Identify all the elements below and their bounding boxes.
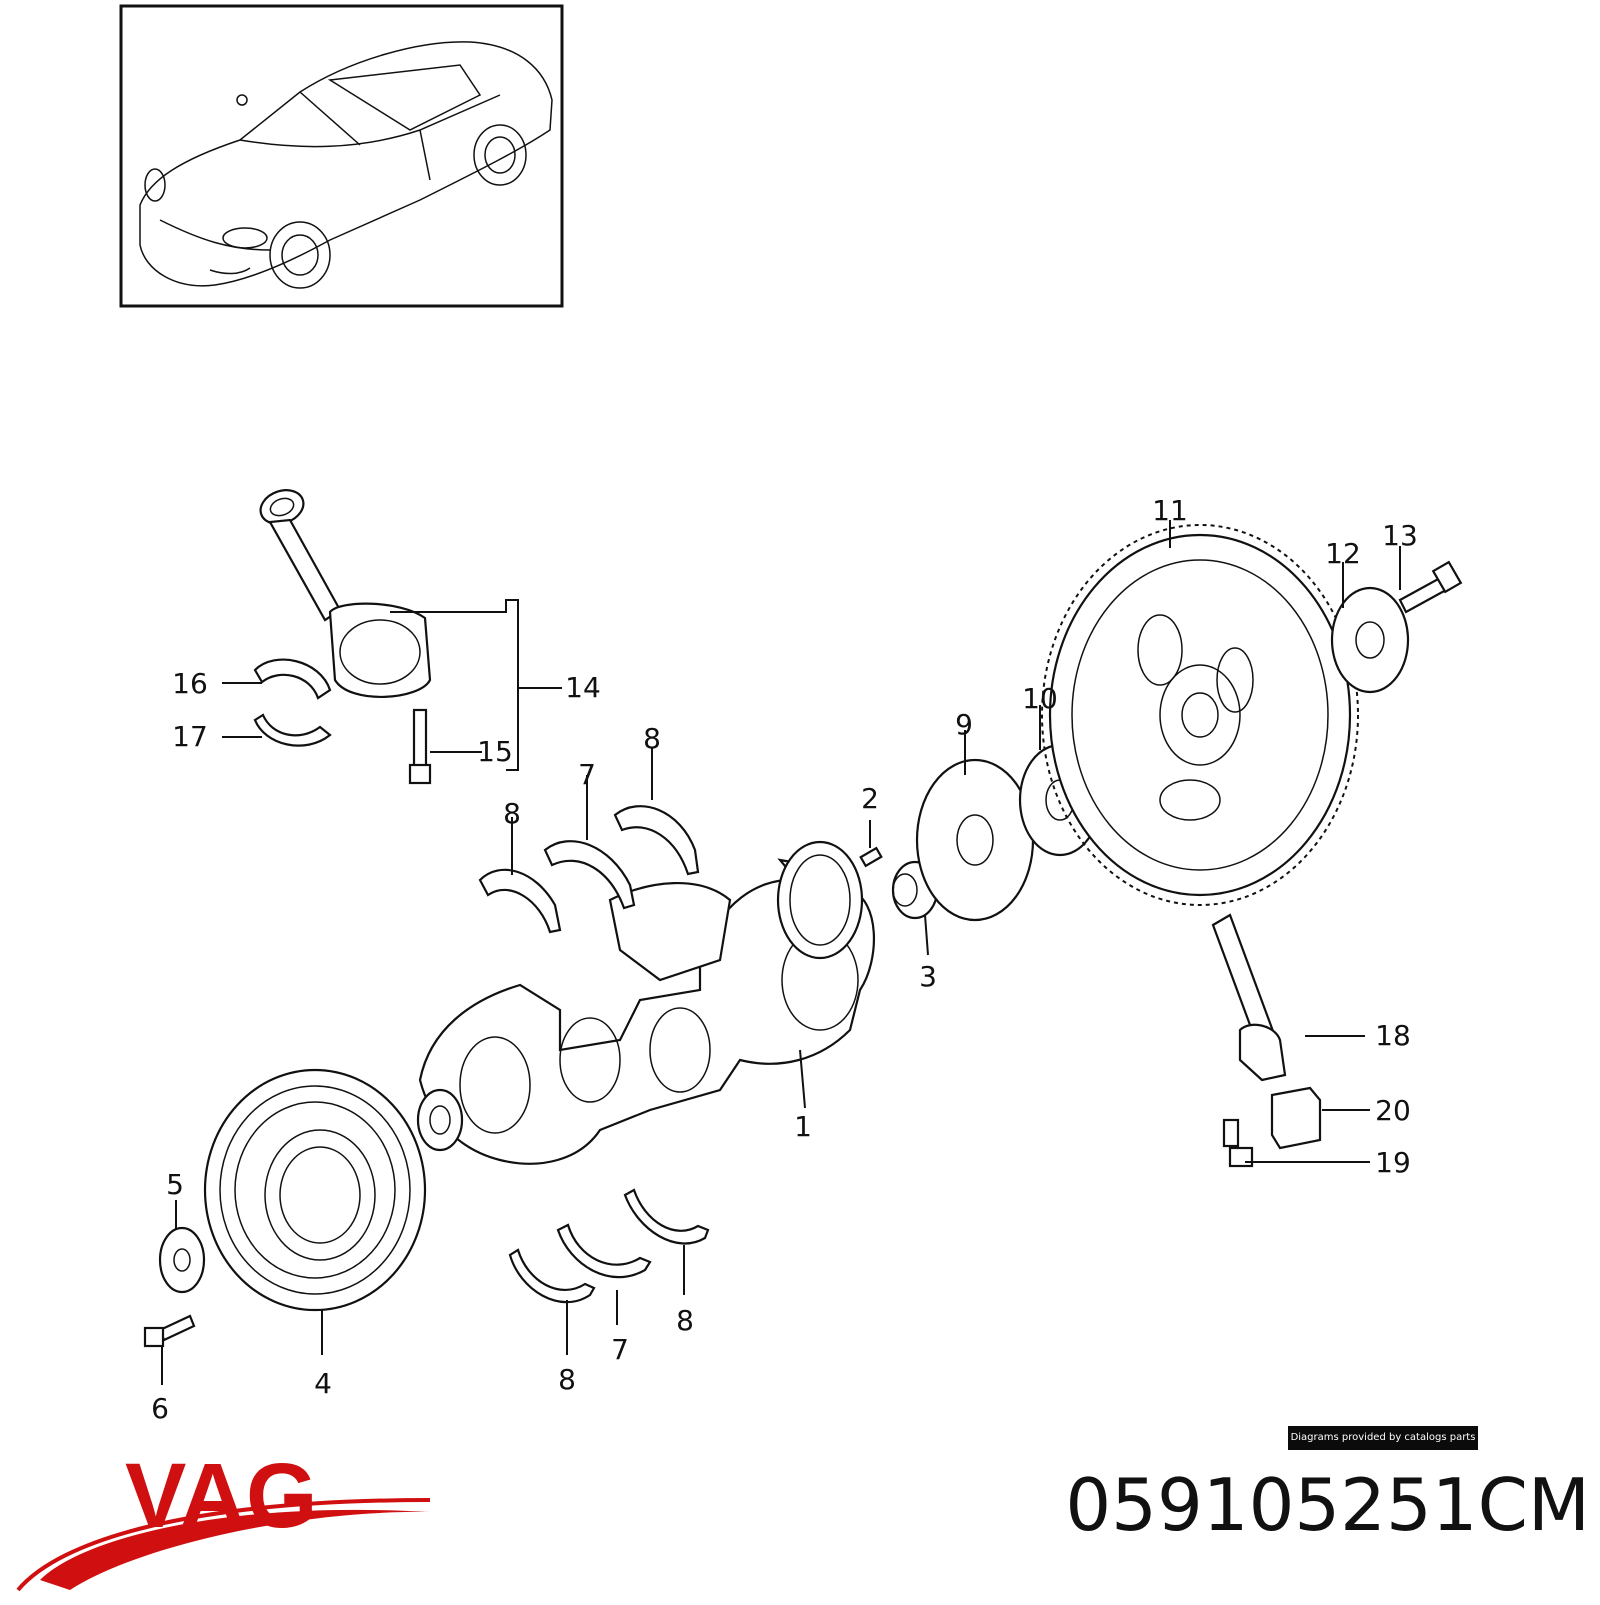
leader-lines <box>161 520 1401 1385</box>
rod-bearing-shells <box>253 658 332 747</box>
credit-badge: Diagrams provided by catalogs parts <box>1288 1426 1478 1450</box>
callout-2: 2 <box>861 782 879 815</box>
callout-18: 18 <box>1375 1019 1411 1052</box>
callout-7-upper: 7 <box>578 758 596 791</box>
callout-5: 5 <box>166 1168 184 1201</box>
vibration-damper-pulley <box>203 1068 427 1312</box>
oil-pickup-sensor-18 <box>1211 913 1287 1082</box>
callout-12: 12 <box>1325 537 1361 570</box>
callout-8-c: 8 <box>558 1363 576 1396</box>
callout-9: 9 <box>955 708 973 741</box>
callout-19: 19 <box>1375 1146 1411 1179</box>
callout-labels: 1 2 3 4 5 6 7 7 8 8 8 8 9 10 11 12 13 14… <box>151 494 1418 1425</box>
callout-17: 17 <box>172 720 208 753</box>
main-bearings-lower <box>508 1188 710 1304</box>
callout-7-lower: 7 <box>611 1333 629 1366</box>
callout-10: 10 <box>1022 682 1058 715</box>
callout-8-b: 8 <box>643 722 661 755</box>
car-thumbnail-icon <box>119 4 564 308</box>
callout-4: 4 <box>314 1367 332 1400</box>
drive-plate <box>915 758 1035 922</box>
callout-20: 20 <box>1375 1094 1411 1127</box>
callout-1: 1 <box>794 1110 812 1143</box>
vag-logo-text: VAG <box>125 1445 318 1547</box>
part-number: 059105251CM <box>1065 1463 1590 1547</box>
callout-14: 14 <box>565 671 601 704</box>
callout-13: 13 <box>1382 519 1418 552</box>
callout-3: 3 <box>919 960 937 993</box>
bolt-13 <box>1398 560 1463 614</box>
callout-8-d: 8 <box>676 1304 694 1337</box>
callout-15: 15 <box>477 735 513 768</box>
connecting-rod <box>259 489 432 785</box>
washer-5 <box>158 1226 206 1294</box>
callout-8-a: 8 <box>503 797 521 830</box>
main-bearings-upper <box>478 805 700 934</box>
bolt-6 <box>143 1314 196 1348</box>
flywheel-ring-gear <box>1041 524 1359 906</box>
bolt-19 <box>1222 1118 1254 1168</box>
callout-16: 16 <box>172 667 208 700</box>
clip-20 <box>1270 1086 1322 1150</box>
callout-11: 11 <box>1152 494 1188 527</box>
washer-12 <box>1330 586 1410 694</box>
vag-logo-icon: VAG <box>16 1445 431 1592</box>
crankshaft <box>416 840 875 1165</box>
callout-6: 6 <box>151 1392 169 1425</box>
